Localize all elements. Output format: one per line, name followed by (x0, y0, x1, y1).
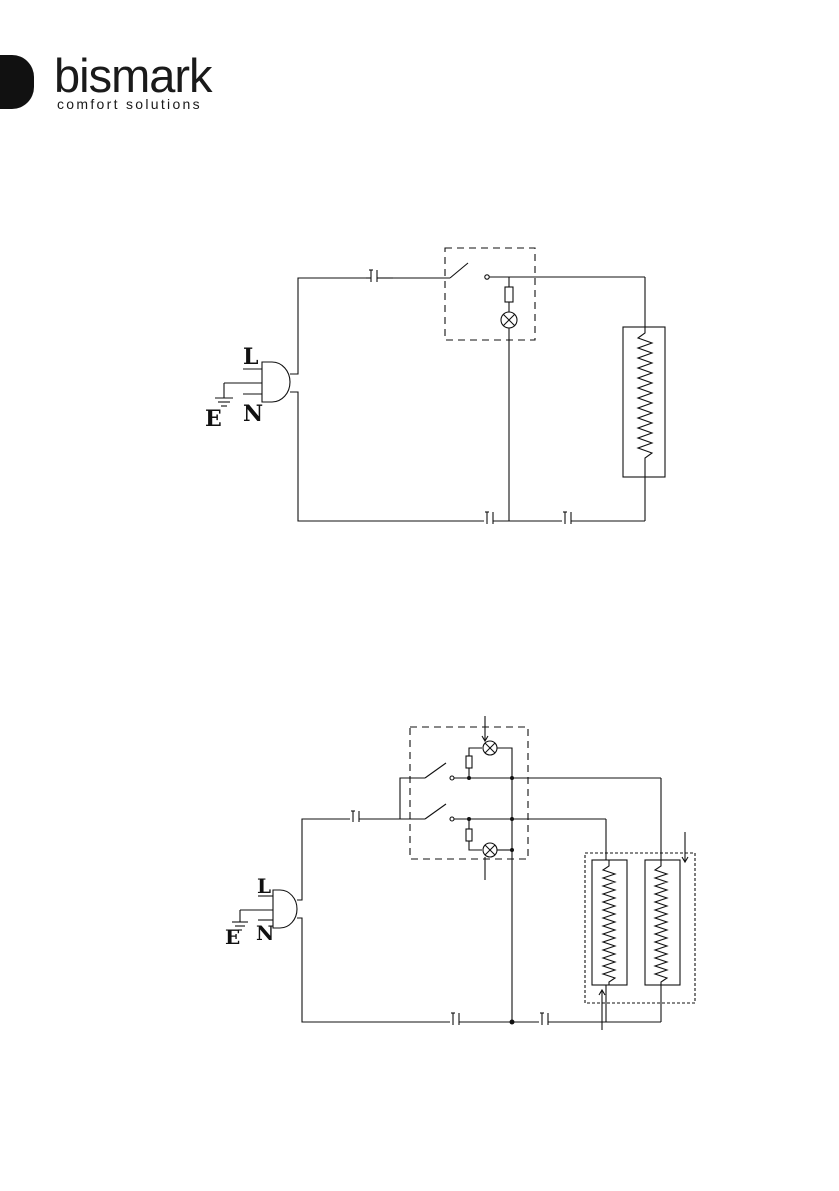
heating-element-left (592, 860, 627, 985)
resistor (505, 287, 513, 302)
rocker-switch-lower (425, 804, 454, 821)
resistor-lower (466, 829, 472, 841)
neutral-wire-2 (297, 918, 450, 1022)
thermal-fuse-bottom-left (485, 512, 562, 524)
heating-coil (638, 327, 652, 471)
thermal-fuse-bottom-left-2 (451, 1013, 539, 1025)
switch-housing-2 (410, 727, 528, 859)
live-wire (290, 278, 366, 374)
rocker-switch-upper (425, 763, 454, 780)
indicator-lamp-upper (483, 741, 497, 755)
live-label-2: L (257, 874, 271, 898)
element-housing (585, 853, 695, 1003)
live-wire-2 (297, 819, 350, 900)
wiring-diagram-single-element: L N E (205, 248, 665, 524)
rocker-switch (450, 263, 489, 279)
heating-coil-left (603, 860, 615, 985)
thermal-fuse-bottom-right (563, 512, 645, 524)
wiring-diagram-dual-element: L N E (225, 716, 695, 1030)
junction-dots (467, 776, 515, 1025)
indicator-lamp-lower (483, 843, 497, 857)
thermal-fuse-top-2 (351, 811, 425, 822)
heating-element-right (645, 860, 680, 985)
thermal-fuse-bottom-right-2 (540, 1013, 661, 1025)
earth-label-2: E (225, 925, 240, 949)
earth-label: E (205, 406, 222, 432)
indicator-lamp (501, 312, 517, 328)
thermal-fuse-top (366, 270, 393, 282)
heating-element (623, 327, 665, 477)
neutral-label: N (243, 401, 263, 427)
live-label: L (243, 344, 258, 370)
switch-housing (445, 248, 535, 340)
heating-coil-right (655, 860, 667, 985)
neutral-wire (290, 392, 484, 521)
resistor-upper (466, 756, 472, 768)
neutral-label-2: N (256, 921, 274, 945)
